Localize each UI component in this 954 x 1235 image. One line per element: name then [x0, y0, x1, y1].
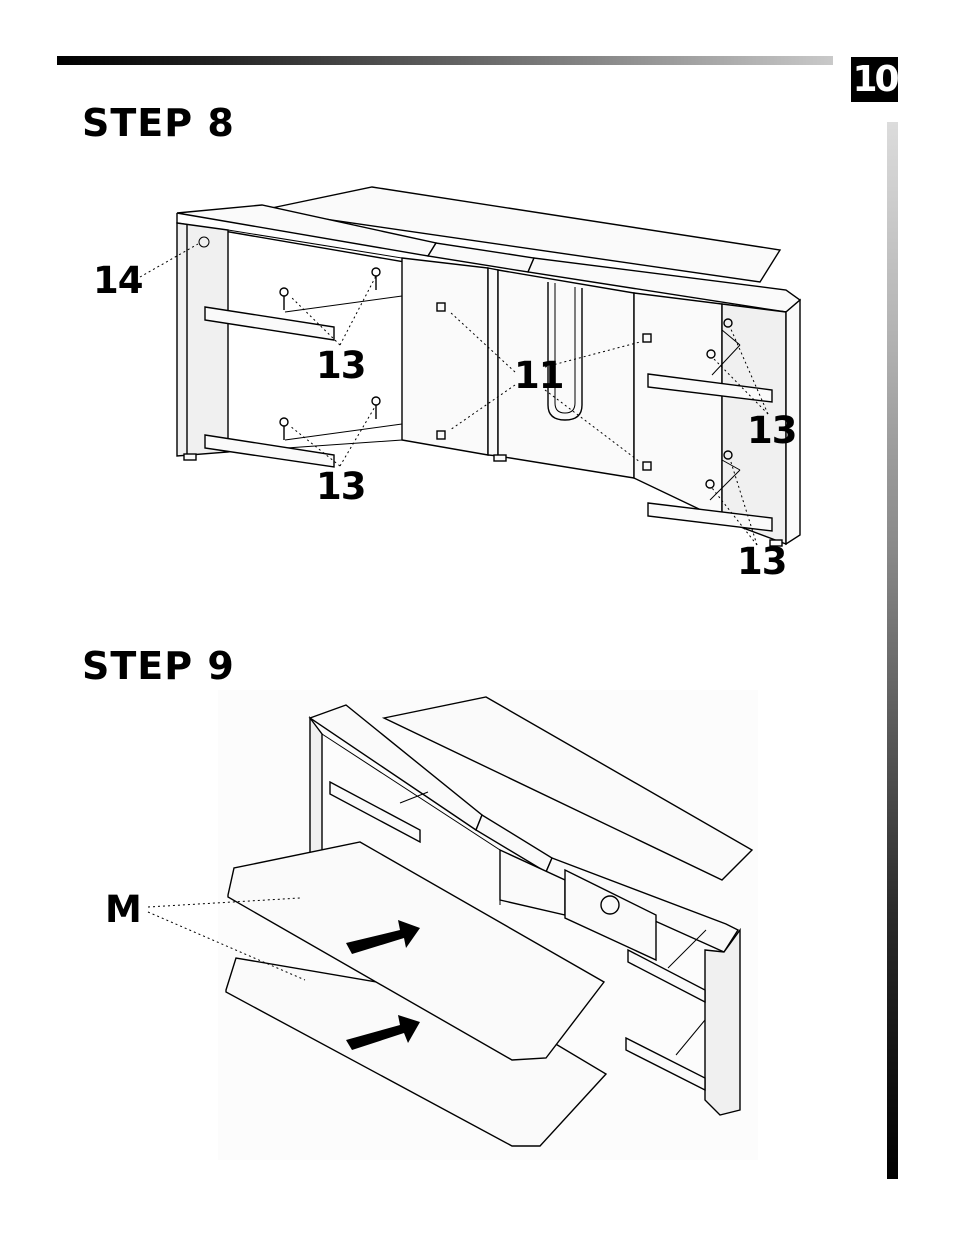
callout-13-upper-left: 13: [316, 347, 366, 384]
callout-11: 11: [514, 357, 564, 394]
callout-14: 14: [93, 262, 143, 299]
callout-13-right-lower: 13: [737, 543, 787, 580]
callout-m: M: [105, 891, 141, 928]
callout-13-lower-left: 13: [316, 468, 366, 505]
callout-13-right-upper: 13: [747, 412, 797, 449]
